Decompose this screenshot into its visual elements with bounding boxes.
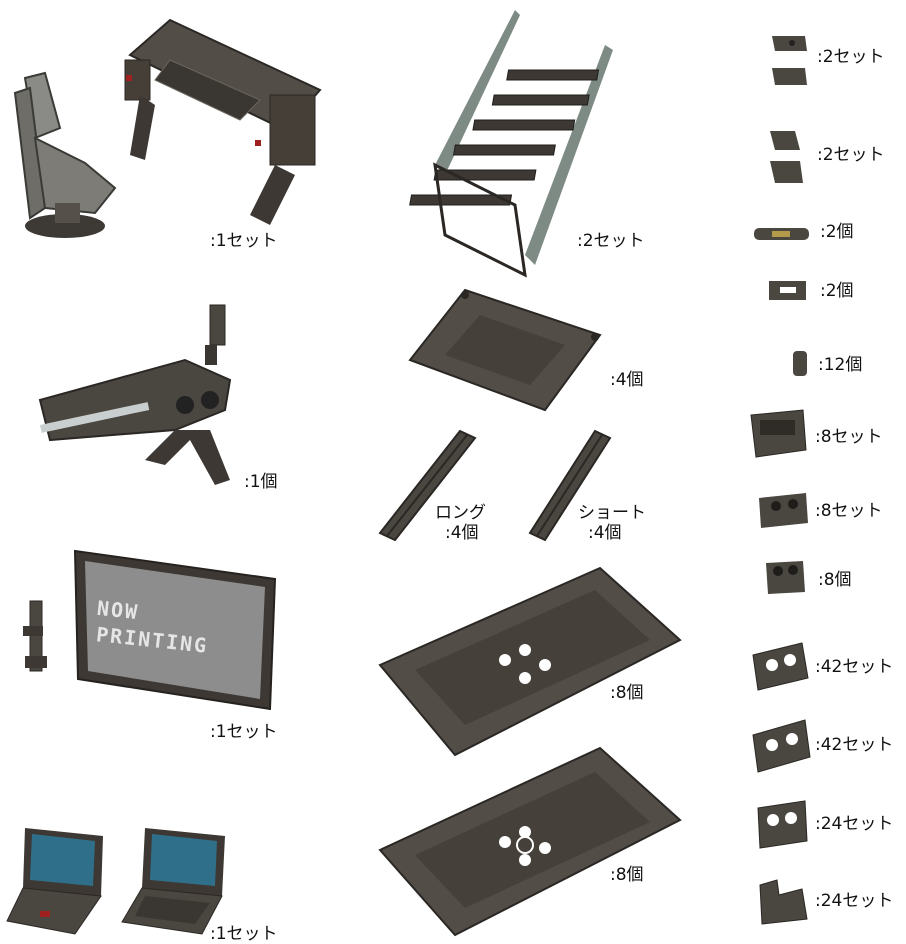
rail-long-image bbox=[375, 428, 480, 543]
pilot-seat-image bbox=[5, 68, 120, 243]
cannon-quantity: :1個 bbox=[244, 472, 278, 492]
rail-short-name: ショート bbox=[578, 503, 646, 523]
joint-c-image bbox=[752, 222, 812, 247]
joint-f-image bbox=[748, 405, 810, 467]
joint-a-quantity: :2セット bbox=[817, 47, 885, 67]
laptops-quantity: :1セット bbox=[210, 924, 278, 944]
floor-small-quantity: :4個 bbox=[610, 370, 644, 390]
monitor-screen-line1: NOW bbox=[95, 595, 141, 625]
stairs-quantity: :2セット bbox=[577, 231, 645, 251]
floor-large-b-quantity: :8個 bbox=[610, 865, 644, 885]
joint-j-image bbox=[750, 717, 812, 775]
laptop-right-image bbox=[120, 826, 230, 936]
floor-panel-large-b-image bbox=[375, 740, 685, 940]
joint-f-quantity: :8セット bbox=[815, 427, 883, 447]
laptop-left-image bbox=[5, 826, 105, 936]
joint-h-quantity: :8個 bbox=[818, 570, 852, 590]
floor-large-a-quantity: :8個 bbox=[610, 683, 644, 703]
joint-l-quantity: :24セット bbox=[815, 891, 894, 911]
rail-short-image bbox=[525, 428, 615, 543]
joint-i-image bbox=[750, 640, 810, 695]
rail-long-quantity: :4個 bbox=[445, 523, 479, 543]
joint-b-quantity: :2セット bbox=[817, 145, 885, 165]
joint-g-image bbox=[756, 488, 811, 533]
monitor-quantity: :1セット bbox=[210, 722, 278, 742]
joint-l-image bbox=[757, 877, 812, 927]
monitor-image bbox=[70, 549, 280, 714]
joint-k-image bbox=[755, 798, 810, 853]
cannon-turret-image bbox=[35, 300, 235, 495]
joint-d-quantity: :2個 bbox=[820, 281, 854, 301]
joint-h-image bbox=[763, 558, 808, 598]
rail-short-quantity: :4個 bbox=[588, 523, 622, 543]
monitor-stand-image bbox=[20, 596, 55, 681]
floor-panel-small-image bbox=[405, 285, 605, 415]
rail-long-name: ロング bbox=[435, 503, 486, 523]
joint-k-quantity: :24セット bbox=[815, 814, 894, 834]
joint-i-quantity: :42セット bbox=[815, 657, 894, 677]
joint-e-image bbox=[791, 349, 811, 379]
joint-g-quantity: :8セット bbox=[815, 501, 883, 521]
joint-e-quantity: :12個 bbox=[818, 355, 863, 375]
joint-d-image bbox=[766, 278, 811, 303]
joint-j-quantity: :42セット bbox=[815, 735, 894, 755]
joint-b-image bbox=[765, 128, 810, 188]
joint-a-image bbox=[767, 33, 812, 93]
stairs-image bbox=[409, 5, 615, 280]
seat-console-quantity: :1セット bbox=[210, 231, 278, 251]
control-console-image bbox=[110, 15, 325, 230]
floor-panel-large-a-image bbox=[375, 560, 685, 760]
joint-c-quantity: :2個 bbox=[820, 222, 854, 242]
